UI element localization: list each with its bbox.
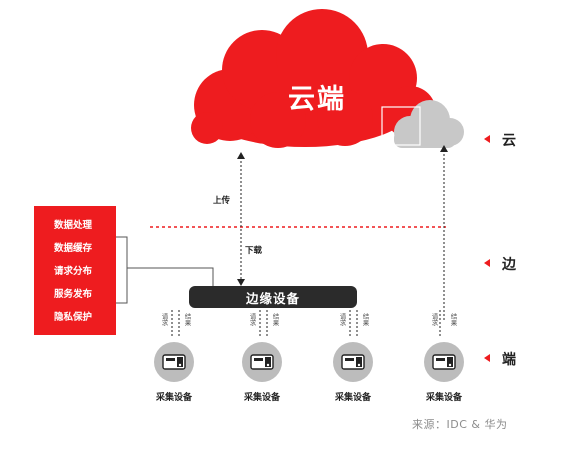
download-label: 下载	[245, 246, 263, 256]
collection-device-3-label: 采集设备	[334, 393, 371, 403]
upload-label: 上传	[213, 196, 231, 206]
edge-device-bar: 边缘设备	[189, 286, 357, 308]
tier-edge-label: 边	[502, 257, 516, 273]
side-item-data-cache: 数据缓存	[54, 243, 93, 254]
device-1-result-label: 结果	[183, 313, 191, 326]
tier-edge-marker	[484, 259, 490, 267]
small-gray-cloud-shape	[394, 100, 464, 148]
side-item-service-publish: 服务发布	[54, 289, 93, 300]
cloud-device-arrowhead	[440, 145, 448, 152]
collection-device-icon	[432, 354, 456, 370]
device-4-request-label: 请求	[430, 313, 438, 326]
collection-device-3	[333, 342, 373, 382]
device-2-result-label: 结果	[271, 313, 279, 326]
device-2-arrows	[259, 310, 268, 336]
side-item-request-distribution: 请求分布	[54, 266, 93, 277]
tier-end-label: 端	[502, 352, 516, 368]
tier-end-marker	[484, 354, 490, 362]
side-item-data-processing: 数据处理	[54, 220, 93, 231]
main-cloud-shape	[191, 9, 436, 148]
upload-arrowhead	[237, 152, 245, 159]
device-3-arrows	[349, 310, 358, 336]
device-2-request-label: 请求	[248, 313, 256, 326]
device-3-request-label: 请求	[338, 313, 346, 326]
collection-device-2	[242, 342, 282, 382]
device-3-result-label: 结果	[361, 313, 369, 326]
device-4-result-label: 结果	[449, 313, 457, 326]
collection-device-icon	[250, 354, 274, 370]
tier-cloud-label: 云	[502, 133, 516, 149]
download-arrowhead	[237, 279, 245, 286]
side-box-connector-lower	[116, 268, 128, 304]
collection-device-4-label: 采集设备	[425, 393, 462, 403]
collection-device-4	[424, 342, 464, 382]
side-box-connector	[116, 236, 214, 286]
cloud-title: 云端	[288, 84, 346, 115]
collection-device-2-label: 采集设备	[243, 393, 280, 403]
source-note: 来源：IDC & 华为	[412, 418, 508, 431]
tier-cloud-marker	[484, 135, 490, 143]
edge-functions-box: 数据处理 数据缓存 请求分布 服务发布 隐私保护	[34, 206, 116, 335]
collection-device-1	[154, 342, 194, 382]
collection-device-icon	[162, 354, 186, 370]
device-1-arrows	[171, 310, 180, 336]
collection-device-1-label: 采集设备	[155, 393, 192, 403]
device-1-request-label: 请求	[160, 313, 168, 326]
cloud-overlap-box	[381, 106, 421, 146]
collection-device-icon	[341, 354, 365, 370]
side-item-privacy-protection: 隐私保护	[54, 312, 93, 323]
